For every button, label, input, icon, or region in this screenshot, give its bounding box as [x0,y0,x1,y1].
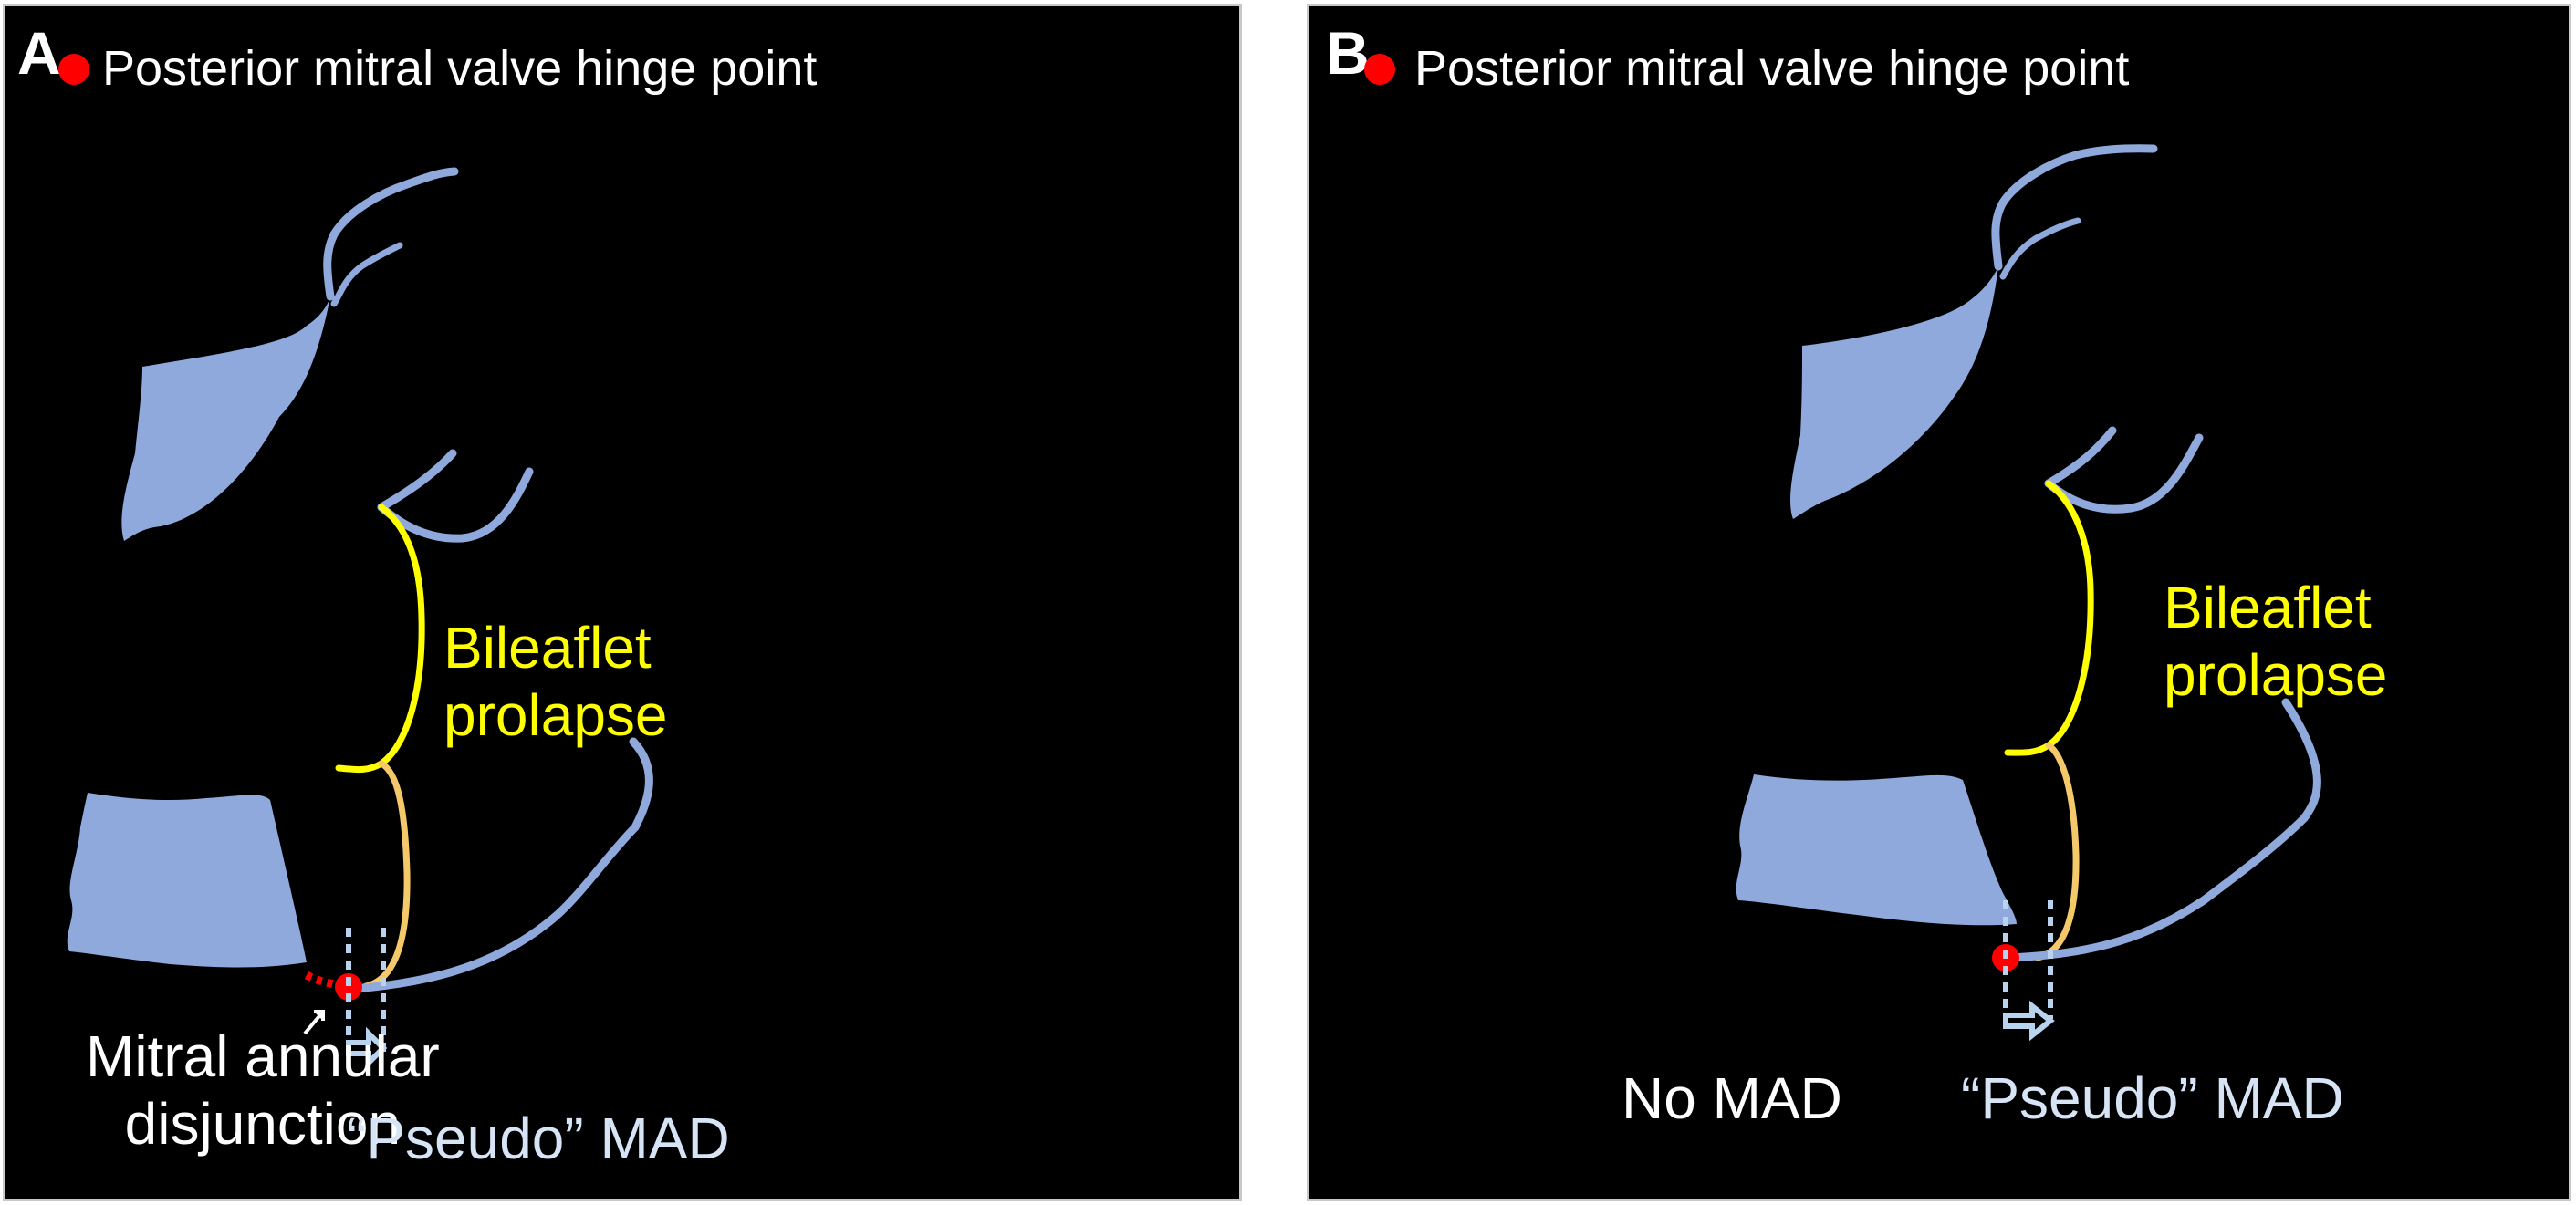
upper-myocardium [1790,266,1998,519]
bileaflet-prolapse-label: Bileaflet prolapse [2164,574,2388,709]
annular-disjunction-label: Mitral annular disjunction [86,1023,440,1158]
panel-b: B Posterior mitral valve hinge point Bil… [1307,4,2571,1201]
aortic-cusp-upper [1991,144,2158,271]
disjunction-dotted-line [304,971,351,992]
anterior-leaflet-tip [377,467,534,543]
prolapse-line-1: Bileaflet [443,615,652,680]
no-mad-label: No MAD [1622,1065,1842,1131]
prolapsing-anterior-segment [335,504,425,774]
annular-line-2: disjunction [124,1091,402,1158]
aortic-cusp-lower [1999,217,2081,280]
prolapse-line-2: prolapse [2164,642,2388,709]
annular-line-1: Mitral annular [86,1023,440,1089]
panel-a-diagram [67,167,653,1070]
pseudo-mad-arrow [346,1026,388,1070]
pseudo-mad-label: “Pseudo” MAD [1961,1065,2344,1131]
lower-myocardium [1736,774,2017,926]
panel-a: A Posterior mitral valve hinge point Bil… [3,4,1242,1201]
posterior-mitral-leaflet [2034,742,2080,961]
hinge-point [335,973,362,1001]
pseudo-mad-label: “Pseudo” MAD [347,1106,730,1171]
anterior-mitral-leaflet [2044,426,2117,488]
anterior-leaflet-tip [2044,433,2204,514]
upper-myocardium [121,296,330,541]
panel-letter-b: B [1326,19,1370,87]
aortic-cusp-lower [330,242,403,307]
posterior-lv-wall [349,737,653,993]
legend-hinge-label: Posterior mitral valve hinge point [1414,41,2130,96]
annular-pointer-arrow [303,1010,325,1035]
legend-hinge-dot [1364,54,1395,85]
legend-hinge-label: Posterior mitral valve hinge point [102,41,818,96]
bileaflet-prolapse-label: Bileaflet prolapse [443,614,668,749]
panel-letter-a: A [17,19,61,87]
prolapse-line-1: Bileaflet [2164,575,2372,640]
posterior-mitral-leaflet [362,760,411,990]
anterior-mitral-leaflet [377,449,457,512]
legend-hinge-dot [58,54,89,85]
panel-b-diagram [1736,144,2321,1042]
prolapsing-anterior-segment [2004,480,2094,756]
pseudo-mad-arrow [2003,1000,2055,1042]
aortic-cusp-upper [323,167,459,301]
lower-myocardium [67,793,308,968]
posterior-lv-wall [2000,698,2321,962]
prolapse-line-2: prolapse [443,682,668,749]
